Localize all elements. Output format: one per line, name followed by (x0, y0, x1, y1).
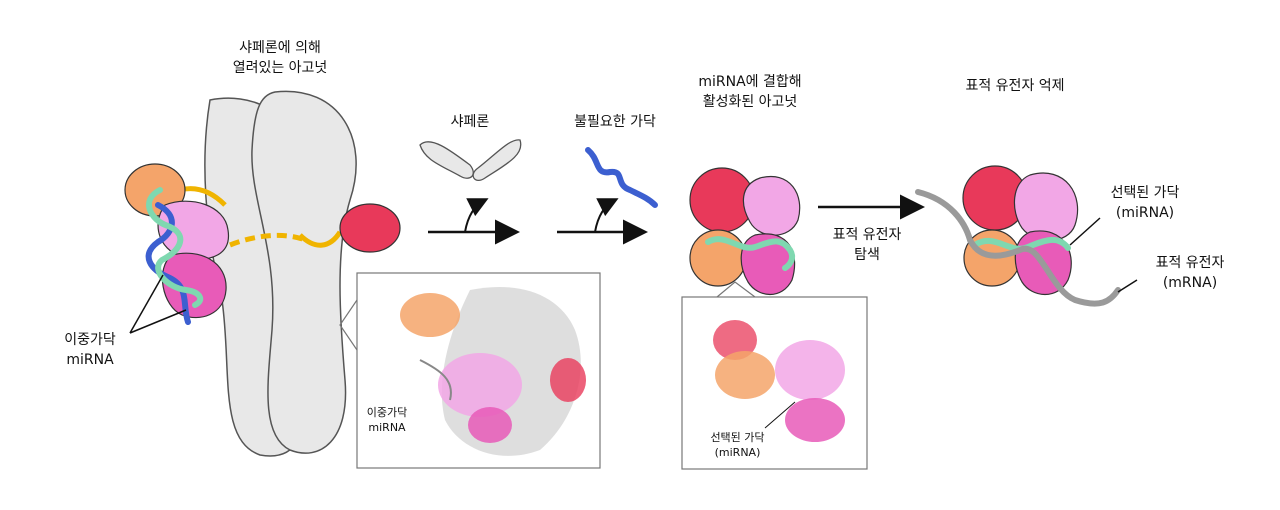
chaperone-dimer-large (204, 90, 357, 457)
label-activated-ago-line2: 활성화된 아고넛 (702, 94, 798, 110)
small-chaperone (419, 139, 522, 182)
label-target-gene: 표적 유전자 (mRNA) (1135, 253, 1245, 293)
release-arrow-1 (464, 198, 489, 233)
inset-1-structure (400, 286, 586, 456)
red-domain-left (339, 203, 401, 253)
inset-2-label-line2: (miRNA) (714, 446, 761, 459)
duplex-mirna-blue (145, 202, 191, 325)
label-selected-strand-line1: 선택된 가닥 (1110, 185, 1180, 201)
inset-2-label: 선택된 가닥 (miRNA) (700, 430, 775, 460)
label-selected-strand-line2: (miRNA) (1115, 205, 1175, 221)
inset-2-structure (713, 320, 845, 442)
inset-2-label-line1: 선택된 가닥 (710, 431, 765, 444)
label-target-search-line1: 표적 유전자 (832, 227, 902, 243)
pointer-line-1 (129, 274, 164, 334)
release-arrow-2 (594, 198, 619, 233)
label-target-search-line2: 탐색 (854, 247, 880, 263)
inset-1-label-line1: 이중가닥 (366, 406, 408, 419)
label-activated-ago-line1: miRNA에 결합해 (698, 74, 802, 90)
label-opened-ago-line1: 샤페론에 의해 (239, 40, 321, 56)
label-duplex-mirna-line2: miRNA (66, 352, 114, 368)
label-target-gene-line2: (mRNA) (1162, 275, 1218, 291)
label-opened-ago: 샤페론에 의해 열려있는 아고넛 (220, 38, 340, 78)
label-opened-ago-line2: 열려있는 아고넛 (232, 60, 328, 76)
magenta-domain-left (161, 252, 227, 319)
inset-1-label-line2: miRNA (368, 421, 406, 434)
target-gene-pointer (1117, 279, 1138, 293)
pink-domain-middle (742, 175, 801, 236)
label-target-search: 표적 유전자 탐색 (822, 225, 912, 265)
inset-1-label: 이중가닥 miRNA (357, 405, 417, 435)
label-selected-strand: 선택된 가닥 (miRNA) (1090, 183, 1200, 223)
pointer-line-2 (129, 309, 187, 334)
pink-domain-right (1013, 172, 1079, 241)
label-chaperone: 샤페론 (450, 114, 490, 130)
label-target-gene-line1: 표적 유전자 (1155, 255, 1225, 271)
inset-1-callout (339, 299, 358, 351)
label-unneeded-strand: 불필요한 가닥 (574, 114, 656, 130)
label-target-repression: 표적 유전자 억제 (965, 78, 1065, 94)
discarded-strand (585, 147, 658, 208)
mirna-green-middle (705, 236, 796, 271)
label-duplex-mirna: 이중가닥 miRNA (45, 330, 135, 370)
mrna-gray-back (915, 189, 973, 243)
label-duplex-mirna-line1: 이중가닥 (64, 332, 116, 348)
pink-domain-left (157, 200, 230, 260)
label-activated-ago: miRNA에 결합해 활성화된 아고넛 (685, 72, 815, 112)
duplex-mirna-green (146, 187, 204, 308)
yellow-linker-dashed (229, 233, 306, 248)
inset-2-callout (716, 281, 756, 298)
selected-strand-pointer (1069, 217, 1101, 246)
mrna-gray-front (967, 237, 1121, 307)
